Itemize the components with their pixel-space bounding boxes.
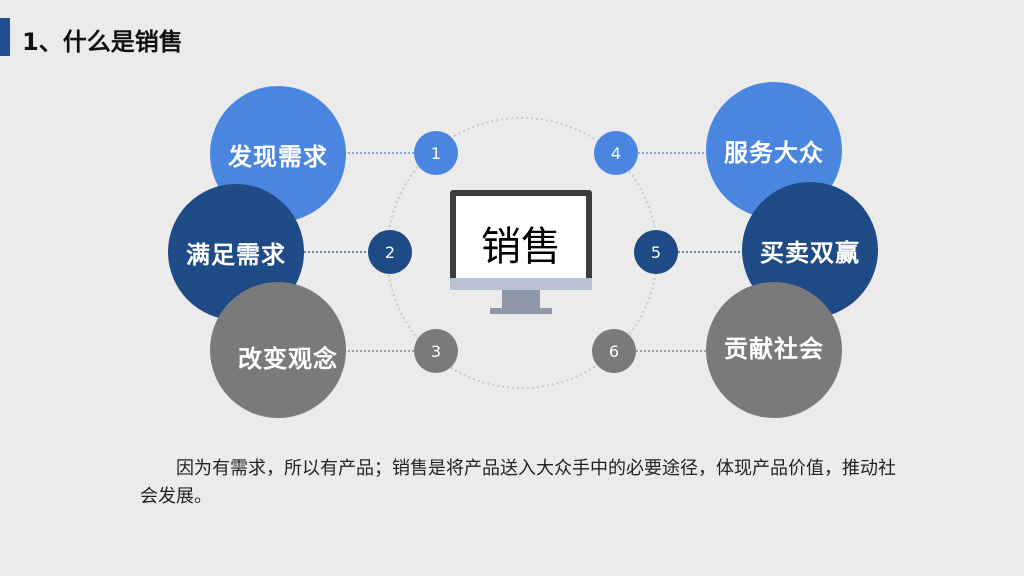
description-text: 因为有需求，所以有产品；销售是将产品送入大众手中的必要途径，体现产品价值，推动社… [140, 458, 896, 507]
circle-label: 发现需求 [228, 142, 328, 171]
circle-contribute-society: 贡献社会 [706, 282, 842, 418]
page-title: 1、什么是销售 [22, 28, 183, 56]
monitor-neck [502, 290, 540, 310]
number-badge-5: 5 [634, 230, 678, 274]
monitor-chin [450, 278, 592, 290]
circle-label: 买卖双赢 [760, 238, 860, 267]
number-badge-1: 1 [414, 131, 458, 175]
number-badge-3: 3 [414, 329, 458, 373]
circle-label: 满足需求 [186, 240, 286, 269]
number-badge-2: 2 [368, 230, 412, 274]
circle-label: 贡献社会 [724, 334, 824, 363]
number-badge-6: 6 [592, 329, 636, 373]
center-label: 销售 [481, 224, 561, 270]
circle-label: 改变观念 [238, 344, 338, 373]
title-accent-bar [0, 18, 10, 56]
circle-change-mindset: 改变观念 [210, 282, 346, 418]
monitor-base [490, 308, 552, 314]
circle-label: 服务大众 [724, 138, 824, 167]
number-badge-4: 4 [594, 131, 638, 175]
monitor-screen: 销售 [456, 196, 586, 278]
monitor-icon: 销售 [450, 190, 592, 322]
